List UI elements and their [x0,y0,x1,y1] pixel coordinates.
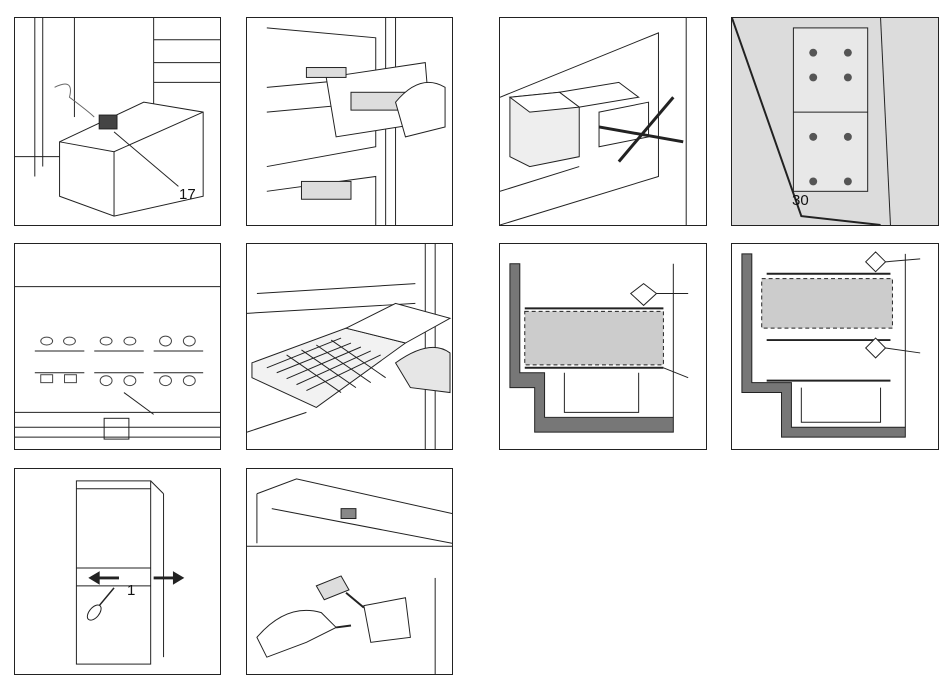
figure-lamp-replace [246,468,453,675]
figure-storage-limit-1 [499,243,707,450]
no-block-vents-illustration [500,18,706,225]
figure-drawer-ice: 17 [14,17,221,226]
lamp-replace-illustration [247,469,452,674]
figure-door-reverse: 1 [14,468,221,675]
figure-ice-tray [246,243,453,450]
accumulator-plate-illustration [732,18,938,225]
door-reverse-illustration [15,469,220,674]
ice-tray-illustration [247,244,452,449]
figure-no-block-vents [499,17,707,226]
storage-limit-1-illustration [500,244,706,449]
callout-30: 30 [792,192,809,209]
callout-1: 1 [127,582,135,599]
symbol-chart-illustration [15,244,220,449]
storage-limit-2-illustration [732,244,938,449]
figure-freezer-drawers [246,17,453,226]
freezer-drawers-illustration [247,18,452,225]
figure-accumulator-plate: 30 [731,17,939,226]
figure-storage-limit-2 [731,243,939,450]
figure-symbol-chart [14,243,221,450]
callout-17: 17 [179,186,196,203]
